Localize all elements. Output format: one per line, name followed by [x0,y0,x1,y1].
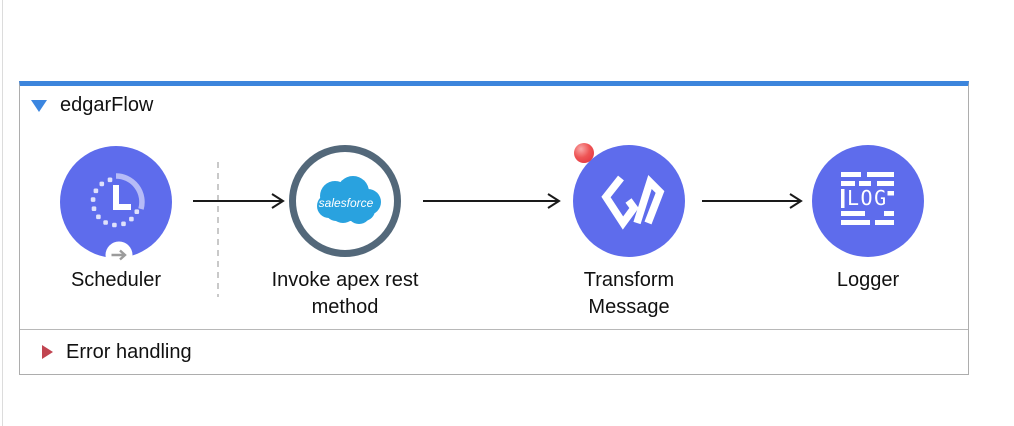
node-label-invoke-apex-rest-method: Invoke apex rest method [271,269,419,318]
error-handling-section[interactable]: Error handling [20,329,968,374]
node-label-scheduler: Scheduler [70,269,162,291]
arrow-right-source-icon [105,241,133,269]
logger-icon-text: LOG [847,186,888,210]
connector-layer [193,162,803,297]
flow-block-edgarflow[interactable]: edgarFlow [19,81,969,375]
flow-connector-3[interactable] [702,193,803,209]
flow-connector-2[interactable] [423,193,561,209]
node-label-transform-message: Transform Message [583,269,675,318]
node-logger[interactable]: LOG [812,145,924,257]
flow-title: edgarFlow [60,94,154,116]
scheduler-clock-icon [90,173,145,228]
node-label-logger: Logger [836,269,900,291]
error-badge [574,143,594,163]
flow-header: edgarFlow [31,94,153,117]
node-invoke-apex-rest-method[interactable]: salesforce [289,145,401,257]
flow-connector-1[interactable] [193,193,285,209]
salesforce-logo-text: salesforce [319,196,374,210]
chevron-right-triangle-icon[interactable] [42,345,53,359]
node-transform-message[interactable] [573,145,685,257]
salesforce-cloud-icon [317,176,381,224]
canvas-left-edge-divider [2,0,3,426]
chevron-down-triangle-icon[interactable] [31,99,47,112]
dataweave-icon [601,174,665,230]
node-scheduler[interactable] [60,146,172,270]
logger-log-icon [841,172,894,225]
error-handling-label: Error handling [66,340,192,363]
